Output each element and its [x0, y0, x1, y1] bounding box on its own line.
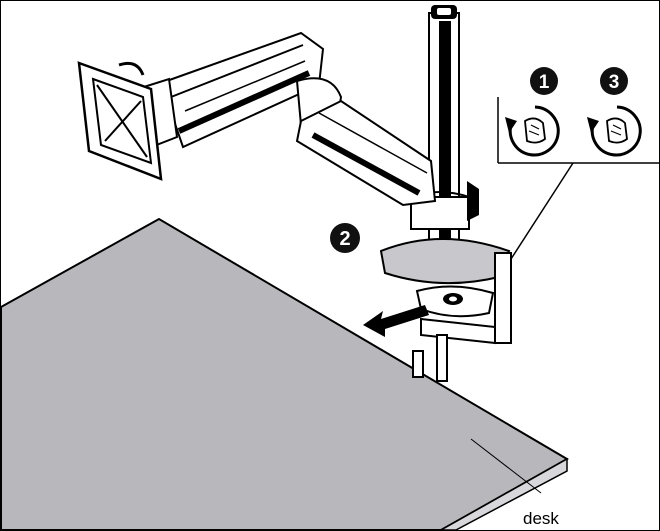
vesa-plate	[77, 61, 163, 181]
rotate-counterclockwise-hand-icon	[505, 105, 560, 157]
desk-clamp	[379, 238, 512, 382]
desk-leader-line	[470, 438, 542, 494]
step-badge-2: 2	[330, 223, 360, 253]
step-badge-1: 1	[530, 67, 558, 95]
rotate-counterclockwise-hand-icon	[587, 105, 642, 157]
step-badge-3: 3	[600, 67, 628, 95]
svg-text:2: 2	[339, 228, 350, 250]
pull-direction-arrow-icon	[363, 305, 429, 337]
detail-inset	[497, 97, 659, 260]
pole-collar	[410, 181, 479, 230]
monitor-arm	[129, 31, 437, 207]
desk-label: desk	[523, 509, 559, 528]
pole	[428, 5, 460, 276]
desk	[1, 217, 570, 530]
svg-text:1: 1	[539, 72, 550, 93]
svg-text:3: 3	[609, 72, 620, 93]
desk-edge	[439, 457, 568, 530]
